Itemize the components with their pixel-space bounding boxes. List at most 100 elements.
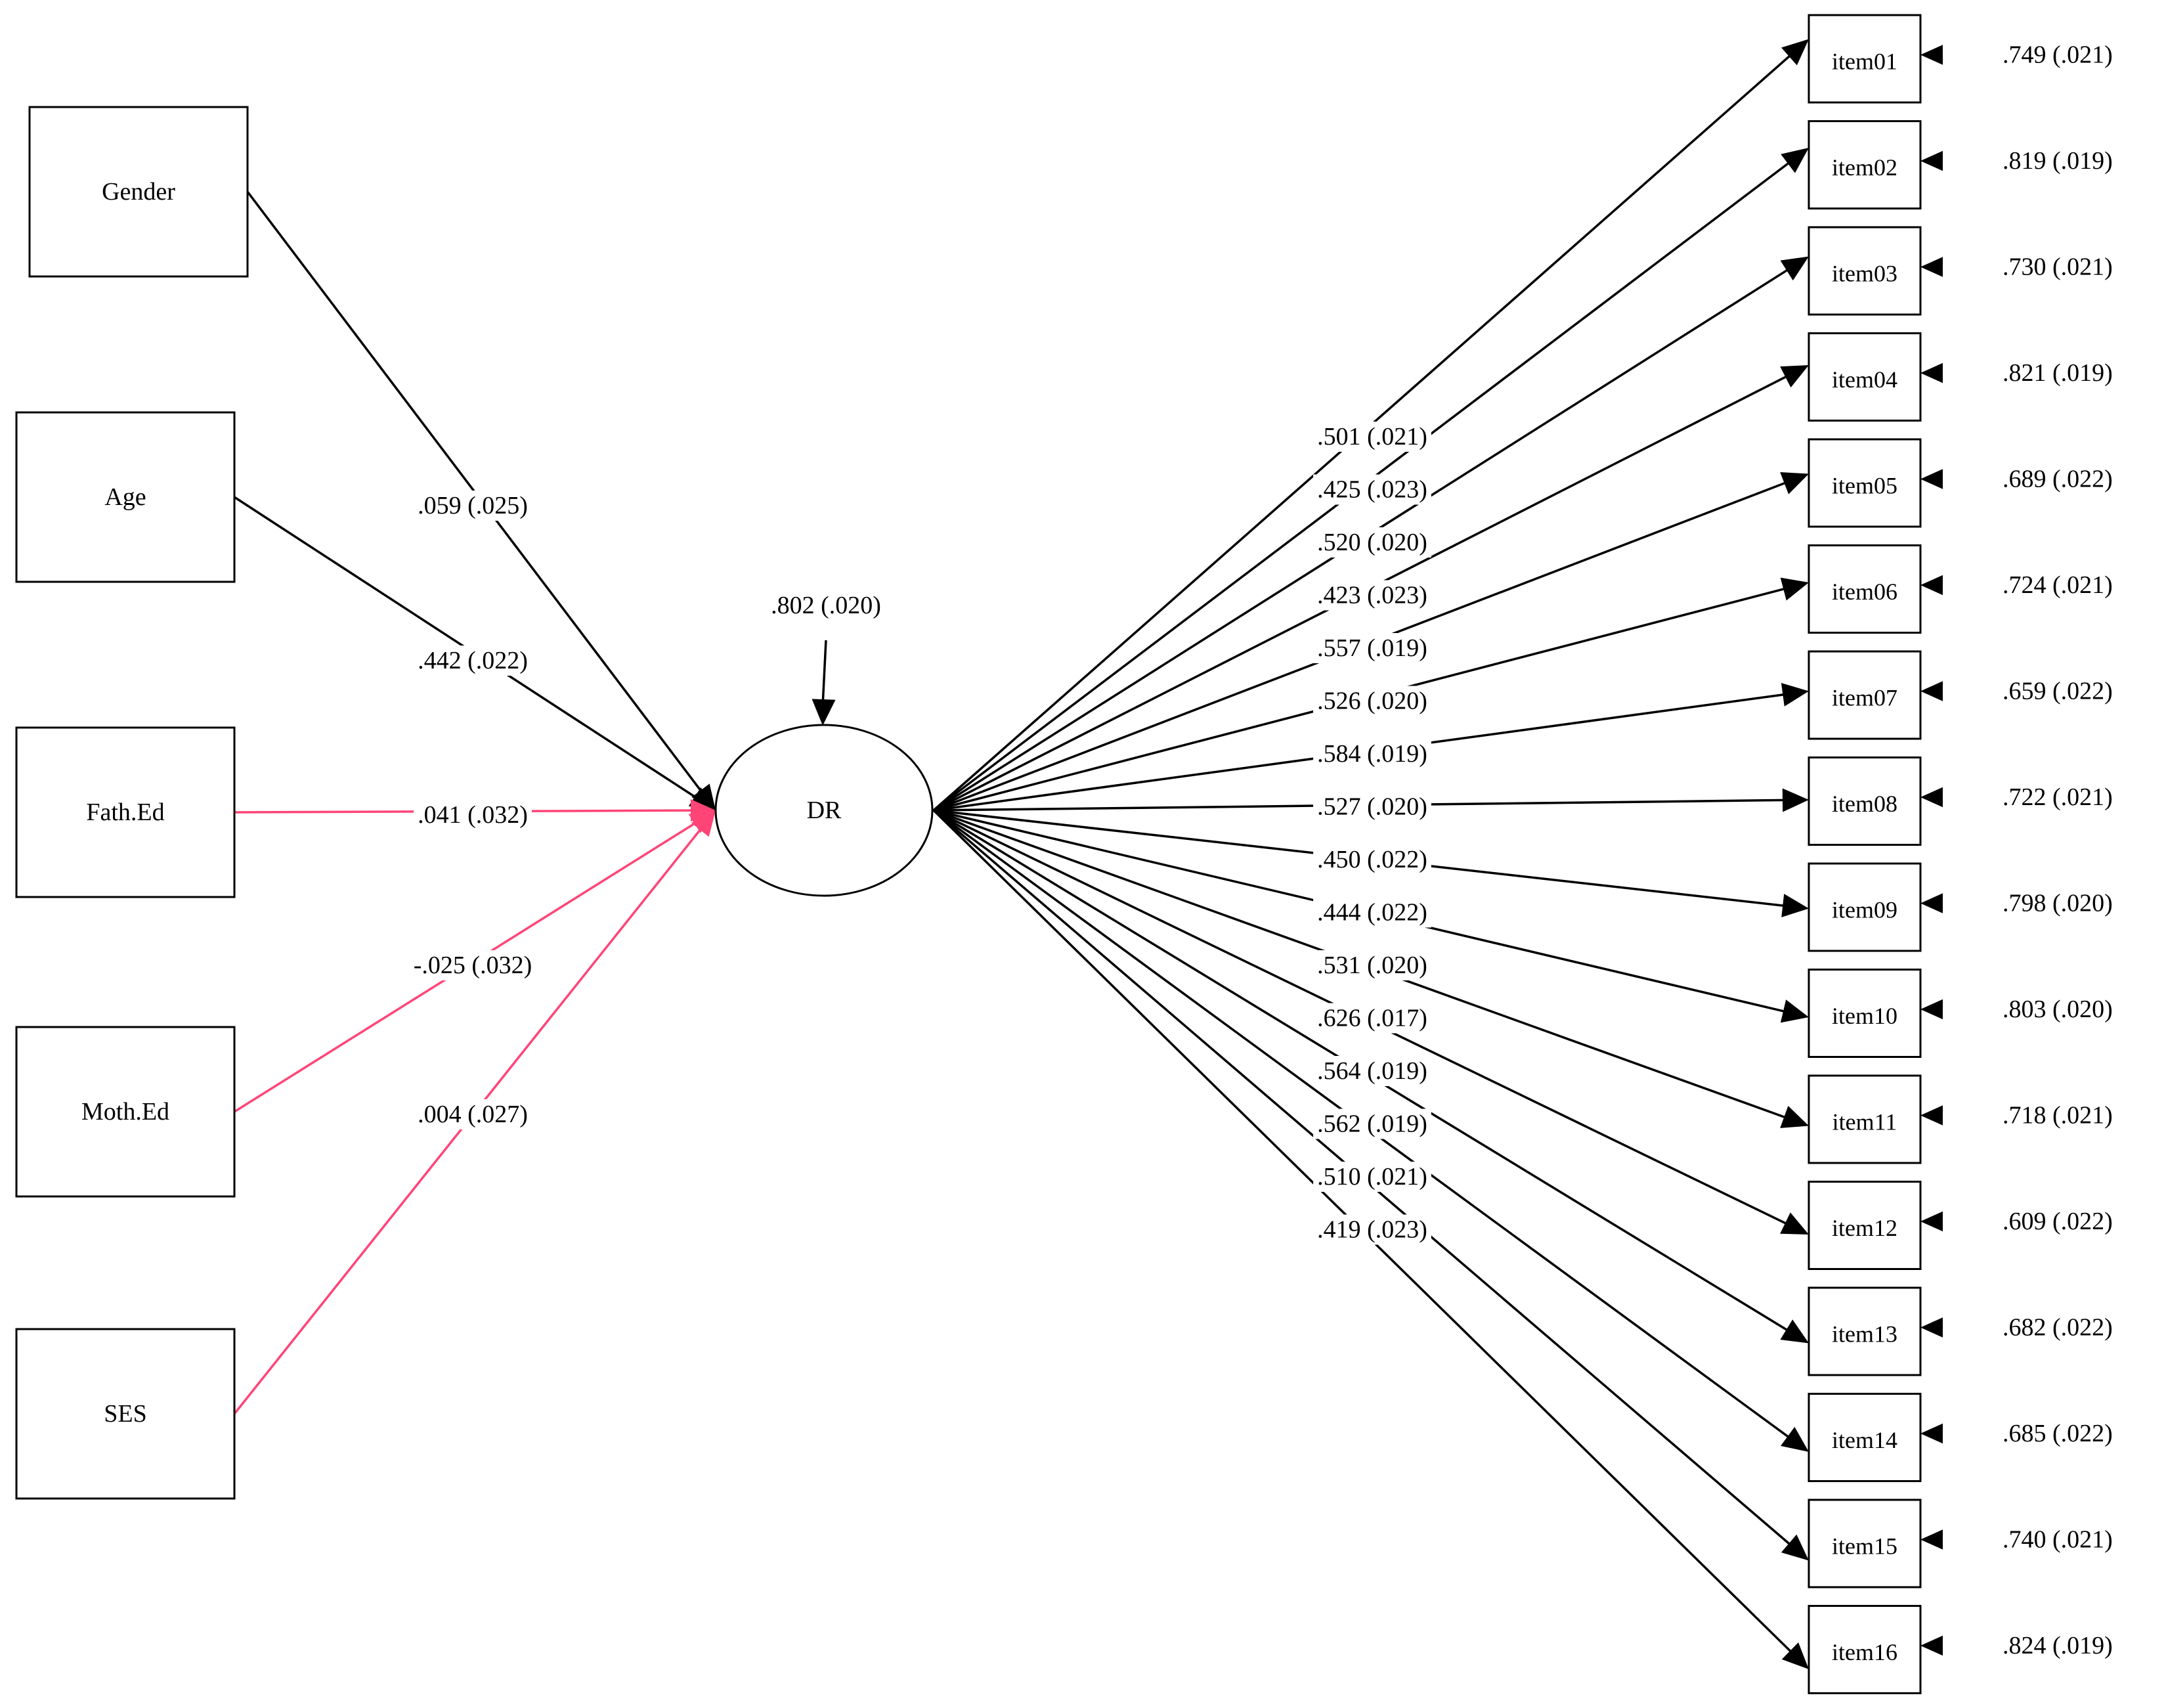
item-residual-arrowhead: [1920, 1423, 1943, 1444]
item-label: item05: [1832, 473, 1897, 499]
item-box: [1808, 969, 1922, 1058]
label-background: [1313, 580, 1431, 611]
predictor-box: [15, 411, 236, 583]
loading-estimate: .520 (.020): [1317, 529, 1427, 556]
item-residual-label: .689 (.022): [2003, 466, 2113, 493]
item-label: item06: [1832, 579, 1897, 605]
item-label: item07: [1832, 685, 1897, 711]
item-label: item16: [1832, 1639, 1897, 1665]
item-box: [1808, 544, 1922, 634]
loading-estimate: .526 (.020): [1317, 688, 1427, 715]
item-box: [1808, 1393, 1922, 1482]
loading-estimate: .564 (.019): [1317, 1057, 1427, 1085]
label-background: [1313, 686, 1431, 716]
item-label: item10: [1832, 1003, 1897, 1029]
loading-arrowhead: [1780, 1319, 1809, 1344]
item-residual-label: .730 (.021): [2003, 253, 2113, 281]
label-background: [1313, 844, 1431, 875]
label-background: [1313, 1108, 1431, 1139]
item-box: [1808, 862, 1922, 952]
item-box: [1808, 1605, 1922, 1694]
item-label: item14: [1832, 1427, 1897, 1453]
item-box: [1808, 650, 1922, 740]
predictor-estimate: .059 (.025): [418, 492, 528, 519]
item-residual-arrowhead: [1920, 150, 1943, 171]
predictor-label: Gender: [102, 178, 175, 206]
item-label: item11: [1832, 1109, 1897, 1135]
item-residual-label: .718 (.021): [2003, 1102, 2113, 1129]
loading-arrowhead: [1780, 577, 1809, 601]
label-background: [414, 1099, 532, 1129]
loading-arrowhead: [1780, 999, 1809, 1023]
predictor-label: Age: [104, 483, 146, 511]
loading-estimate: .501 (.021): [1317, 423, 1427, 450]
label-background: [1313, 897, 1431, 928]
loading-estimate: .584 (.019): [1317, 740, 1427, 768]
predictor-estimate: .004 (.027): [418, 1101, 528, 1128]
label-background: [1313, 527, 1431, 558]
loading-arrowhead: [1781, 1426, 1809, 1452]
loading-arrowhead: [1780, 472, 1809, 494]
label-background: [1313, 1214, 1431, 1245]
item-residual-arrowhead: [1920, 681, 1943, 701]
label-background: [1313, 474, 1431, 505]
item-label: item04: [1832, 366, 1897, 393]
item-residual-arrowhead: [1920, 1529, 1943, 1550]
item-residual-label: .821 (.019): [2003, 359, 2113, 387]
predictor-label: Fath.Ed: [86, 799, 164, 826]
label-background: [1313, 1003, 1431, 1034]
label-background: [1313, 1056, 1431, 1086]
loading-estimate: .425 (.023): [1317, 476, 1427, 504]
item-label: item03: [1832, 261, 1897, 287]
loading-arrowhead: [1782, 788, 1809, 812]
predictor-box: [15, 1328, 236, 1500]
loading-arrowhead: [1780, 1212, 1809, 1235]
item-residual-label: .749 (.021): [2003, 41, 2113, 69]
item-box: [1808, 756, 1922, 846]
latent-dr-label: DR: [807, 797, 842, 824]
loading-estimate: .562 (.019): [1317, 1110, 1427, 1138]
item-residual-label: .722 (.021): [2003, 783, 2113, 811]
predictor-label: Moth.Ed: [81, 1098, 169, 1126]
loading-estimate: .450 (.022): [1317, 846, 1427, 873]
item-residual-arrowhead: [1920, 469, 1943, 489]
loading-estimate: .531 (.020): [1317, 952, 1427, 979]
dr-residual-arrowhead: [812, 699, 836, 726]
loading-arrowhead: [1781, 1534, 1809, 1561]
label-background: [1313, 739, 1431, 769]
loading-arrowhead: [1780, 256, 1809, 281]
latent-dr: [714, 724, 934, 897]
predictor-box: [15, 726, 236, 898]
item-residual-arrowhead: [1920, 893, 1943, 913]
item-box: [1808, 1074, 1922, 1164]
label-background: [1313, 791, 1431, 822]
predictor-estimate: -.025 (.032): [414, 952, 532, 979]
item-residual-label: .724 (.021): [2003, 571, 2113, 599]
item-residual-label: .824 (.019): [2003, 1632, 2113, 1659]
loading-arrowhead: [1781, 894, 1809, 917]
predictor-label: SES: [104, 1400, 146, 1428]
predictor-box: [28, 106, 249, 278]
item-label: item02: [1832, 154, 1897, 181]
item-label: item08: [1832, 791, 1897, 817]
predictor-box: [15, 1026, 236, 1198]
loading-arrowhead: [1780, 365, 1809, 388]
predictor-arrowhead: [691, 810, 716, 837]
loading-arrowhead: [1780, 1106, 1809, 1128]
loading-estimate: .510 (.021): [1317, 1163, 1427, 1191]
label-background: [1313, 422, 1431, 452]
item-residual-label: .798 (.020): [2003, 890, 2113, 917]
item-residual-arrowhead: [1920, 1105, 1943, 1126]
loading-estimate: .444 (.022): [1317, 899, 1427, 927]
item-residual-label: .682 (.022): [2003, 1314, 2113, 1342]
label-background: [414, 800, 532, 830]
label-background: [414, 491, 532, 521]
item-residual-arrowhead: [1920, 1317, 1943, 1338]
item-box: [1808, 1499, 1922, 1588]
item-label: item12: [1832, 1215, 1897, 1241]
item-residual-label: .803 (.020): [2003, 996, 2113, 1023]
item-label: item15: [1832, 1533, 1897, 1560]
item-residual-arrowhead: [1920, 257, 1943, 277]
label-background: [1313, 950, 1431, 980]
